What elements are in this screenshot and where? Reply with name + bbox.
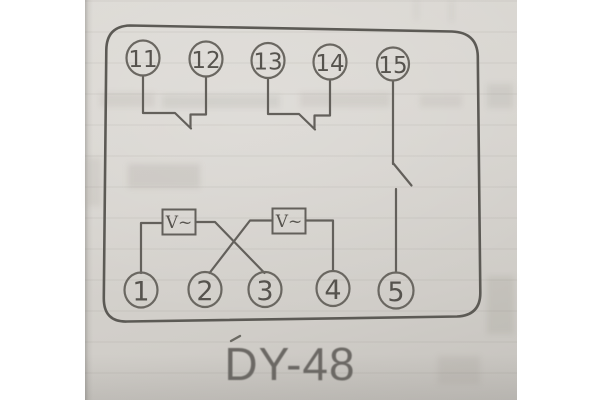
terminal-label: 3 xyxy=(256,276,273,307)
terminal-label: 13 xyxy=(253,50,282,76)
terminal-label: 5 xyxy=(387,277,404,308)
photographed-page xyxy=(85,0,517,400)
wire-terminal2-to-coil xyxy=(208,219,274,275)
voltage-coil-right: V~ xyxy=(271,207,307,235)
coil-box xyxy=(271,207,307,235)
coil-box xyxy=(161,208,197,236)
ink-speck xyxy=(229,334,242,343)
print-bleedthrough xyxy=(87,0,514,384)
terminal-label: 11 xyxy=(128,47,157,73)
switch-blade xyxy=(391,161,413,187)
voltage-coil-left: V~ xyxy=(161,208,197,236)
relay-outline xyxy=(102,24,482,323)
wire-coil-to-terminal4 xyxy=(304,219,335,273)
terminal-14: 14 xyxy=(312,43,348,81)
terminal-label: 14 xyxy=(315,51,344,77)
terminal-label: 15 xyxy=(378,53,407,79)
terminal-12: 12 xyxy=(188,40,224,78)
terminal-label: 2 xyxy=(196,276,213,307)
terminal-4: 4 xyxy=(315,269,351,308)
contact-moving-blade xyxy=(266,76,317,131)
wire-coil-to-terminal3 xyxy=(194,220,266,275)
coil-label: V~ xyxy=(275,212,303,232)
contact-fixed-hook xyxy=(313,78,332,130)
model-label: DY-48 xyxy=(224,338,356,390)
contact-11-12 xyxy=(141,74,208,130)
terminal-3: 3 xyxy=(247,270,283,309)
wire-terminal1-to-coil xyxy=(139,221,164,275)
terminal-15: 15 xyxy=(375,46,411,82)
page-shadow xyxy=(85,354,517,400)
terminal-5: 5 xyxy=(377,271,415,310)
contact-fixed-hook xyxy=(189,75,208,129)
contact-15-5 xyxy=(391,79,413,274)
coil-label: V~ xyxy=(165,213,193,233)
terminal-2: 2 xyxy=(187,270,223,309)
terminal-13: 13 xyxy=(250,41,286,80)
terminal-label: 4 xyxy=(324,275,341,306)
terminal-1: 1 xyxy=(123,271,159,309)
terminal-label: 1 xyxy=(132,277,149,308)
contact-moving-blade xyxy=(141,74,193,130)
terminal-11: 11 xyxy=(125,39,161,77)
terminal-label: 12 xyxy=(191,48,220,74)
contact-13-14 xyxy=(266,76,332,131)
